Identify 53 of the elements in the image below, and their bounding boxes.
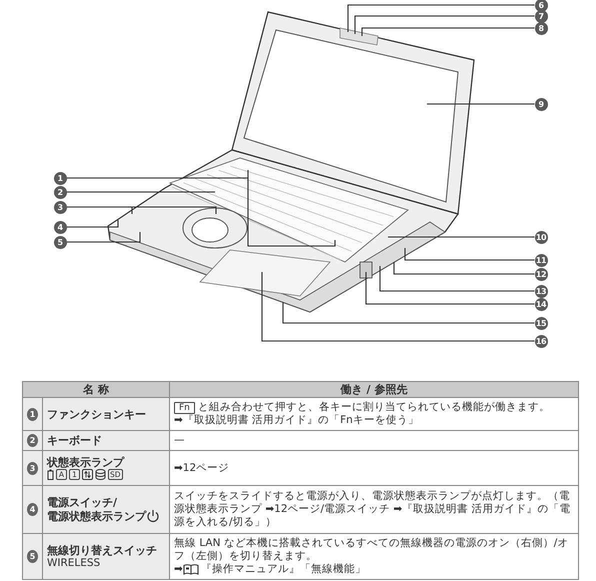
callout-number: 3 <box>54 200 66 214</box>
part-name: ファンクションキー <box>47 408 146 420</box>
callout-number: 8 <box>534 22 548 34</box>
row-number: 3 <box>27 462 38 474</box>
callout-number: 4 <box>54 220 66 234</box>
description: — <box>174 434 184 447</box>
description: スイッチをスライドすると電源が入り、電源状態表示ランプが点灯します。（電源状態表示ランプ ➡12ページ/電源スイッチ ➡『取扱説明書 活用ガイド』の「電源を入れる/切る」） <box>174 490 572 529</box>
callout-number: 2 <box>54 186 66 198</box>
key-label: Fn <box>174 402 195 414</box>
callout-number: 15 <box>534 316 548 330</box>
column-header: 働き / 参照先 <box>340 382 408 397</box>
description: と組み合わせて押すと、各キーに割り当てられている機能が働きます。 <box>198 401 550 414</box>
callout-number: 7 <box>534 10 548 22</box>
arrow-symbol: ➡ <box>174 563 183 576</box>
callout-number: 14 <box>534 298 548 310</box>
leader-line <box>427 103 534 105</box>
callout-number: 1 <box>54 172 66 184</box>
leader-line <box>361 27 534 36</box>
leader-line <box>365 272 534 305</box>
column-header: 名 称 <box>83 382 109 397</box>
reference: ➡12ページ <box>174 462 230 474</box>
leader-line <box>66 191 215 193</box>
leader-line <box>354 15 534 34</box>
leader-line <box>261 272 534 342</box>
callout-number: 16 <box>534 334 548 348</box>
leader-line <box>282 302 534 324</box>
callout-number: 10 <box>534 230 548 244</box>
callout-number: 5 <box>54 236 66 248</box>
part-name: 状態表示ランプ <box>47 456 124 469</box>
description: 無線 LAN など本機に搭載されているすべての無線機器の電源のオン（右側）/オフ（左側）を切り替えます。 <box>174 537 570 563</box>
part-name: キーボード <box>47 434 102 447</box>
callout-number: 9 <box>534 98 548 110</box>
part-name: 電源状態表示ランプ <box>47 510 146 522</box>
leader-line <box>379 266 534 292</box>
leader-line <box>404 248 534 261</box>
row-number: 4 <box>27 503 38 516</box>
leader-line <box>347 4 534 32</box>
reference: 『操作マニュアル』「無線機能」 <box>200 563 366 576</box>
callout-number: 13 <box>534 284 548 298</box>
leader-line <box>66 232 141 243</box>
callout-number: 11 <box>534 254 548 266</box>
leader-line <box>393 262 534 275</box>
callout-number: 6 <box>534 0 548 12</box>
row-number: 5 <box>27 550 38 563</box>
leader-line <box>66 220 119 228</box>
part-name: 電源スイッチ/ <box>47 496 118 509</box>
leader-line <box>388 236 534 238</box>
reference: ➡『取扱説明書 活用ガイド』の「Fnキーを使う」 <box>174 414 419 427</box>
part-name: WIRELESS <box>47 556 100 570</box>
callout-number: 12 <box>534 268 548 280</box>
row-number: 1 <box>27 408 38 420</box>
row-number: 2 <box>27 434 38 447</box>
part-name: 無線切り替えスイッチ <box>47 544 157 556</box>
